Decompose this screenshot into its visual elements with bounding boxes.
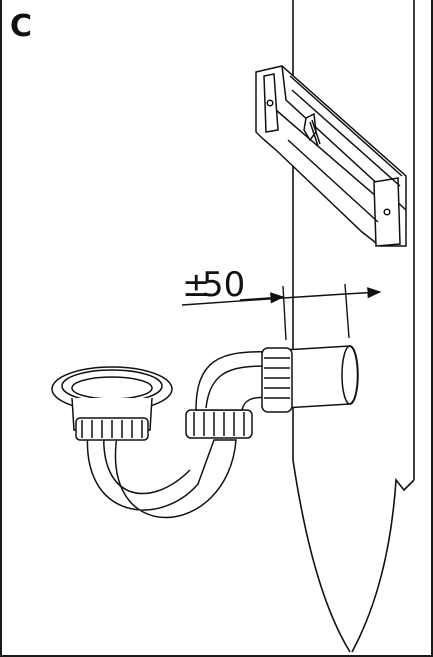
trap-nut (185, 409, 253, 439)
pipe-nut (261, 347, 293, 413)
u-bend-pipe (86, 429, 237, 519)
wall-bracket (255, 65, 407, 247)
step-letter: C (10, 9, 33, 44)
sink-outlet (51, 366, 173, 441)
screw-icon (303, 112, 321, 147)
wall-pipe (283, 345, 359, 409)
dimension-value: 50 (202, 265, 245, 305)
dimension-tolerance-sign: ± (182, 265, 211, 305)
dimension-annotation (181, 283, 382, 341)
siphon-trap (51, 345, 359, 519)
